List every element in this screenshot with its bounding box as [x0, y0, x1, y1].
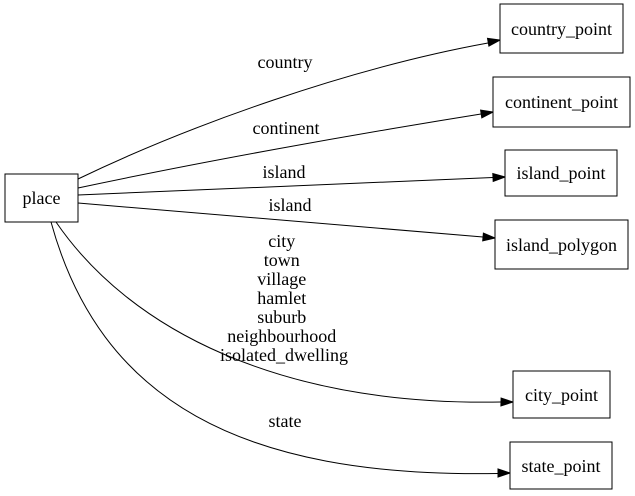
- edge-label-group: country continent island island city tow…: [220, 52, 348, 431]
- node-island_polygon: island_polygon: [494, 219, 629, 270]
- node-island_polygon-label: island_polygon: [506, 235, 617, 255]
- edge-label-state: state: [269, 411, 302, 431]
- edge-label-line: isolated_dwelling: [220, 345, 348, 365]
- arrowhead-city_point: [500, 397, 515, 407]
- node-country_point: country_point: [499, 3, 624, 54]
- node-place-box: [4, 173, 79, 223]
- node-island_polygon-box: [494, 219, 629, 270]
- edge-label-line: village: [257, 269, 306, 289]
- node-continent_point-label: continent_point: [505, 92, 618, 112]
- node-city_point: city_point: [512, 370, 611, 419]
- node-country_point-box: [499, 3, 624, 54]
- node-continent_point: continent_point: [492, 76, 631, 128]
- arrowhead-continent_point: [480, 109, 495, 119]
- edge-label-line: town: [264, 250, 300, 270]
- arrowhead-country_point: [486, 37, 502, 47]
- arrowhead-state_point: [497, 468, 512, 478]
- edge-place-island_point: [77, 177, 494, 196]
- edge-label-country: country: [258, 52, 313, 72]
- node-place-label: place: [23, 188, 61, 208]
- node-continent_point-box: [492, 76, 631, 128]
- node-place: place: [4, 173, 79, 223]
- node-state_point: state_point: [509, 441, 613, 490]
- arrowhead-island_polygon: [482, 232, 497, 242]
- edge-label-line: hamlet: [257, 288, 306, 308]
- edge-label-city-multiline: city town village hamlet suburb neighbou…: [220, 231, 348, 365]
- edge-place-city_point: [55, 221, 502, 403]
- edge-label-line: city: [268, 231, 295, 251]
- edge-label-island-point: island: [263, 162, 306, 182]
- node-state_point-box: [509, 441, 613, 490]
- edge-place-island_polygon: [77, 202, 484, 238]
- node-group: place country_point continent_point isla…: [4, 3, 631, 490]
- edge-label-line: neighbourhood: [227, 326, 336, 346]
- edge-place-state_point: [50, 221, 499, 475]
- node-island_point-label: island_point: [517, 163, 606, 183]
- edge-label-line: suburb: [257, 307, 306, 327]
- node-country_point-label: country_point: [511, 19, 612, 39]
- node-island_point-box: [504, 149, 618, 197]
- edge-group: [50, 37, 515, 478]
- node-island_point: island_point: [504, 149, 618, 197]
- arrowhead-island_point: [492, 172, 507, 183]
- edge-place-continent_point: [77, 113, 482, 189]
- edge-label-continent: continent: [253, 118, 320, 138]
- node-city_point-box: [512, 370, 611, 419]
- edge-place-country_point: [77, 42, 489, 180]
- node-city_point-label: city_point: [525, 385, 598, 405]
- edge-label-island-polygon: island: [269, 195, 312, 215]
- node-state_point-label: state_point: [522, 456, 601, 476]
